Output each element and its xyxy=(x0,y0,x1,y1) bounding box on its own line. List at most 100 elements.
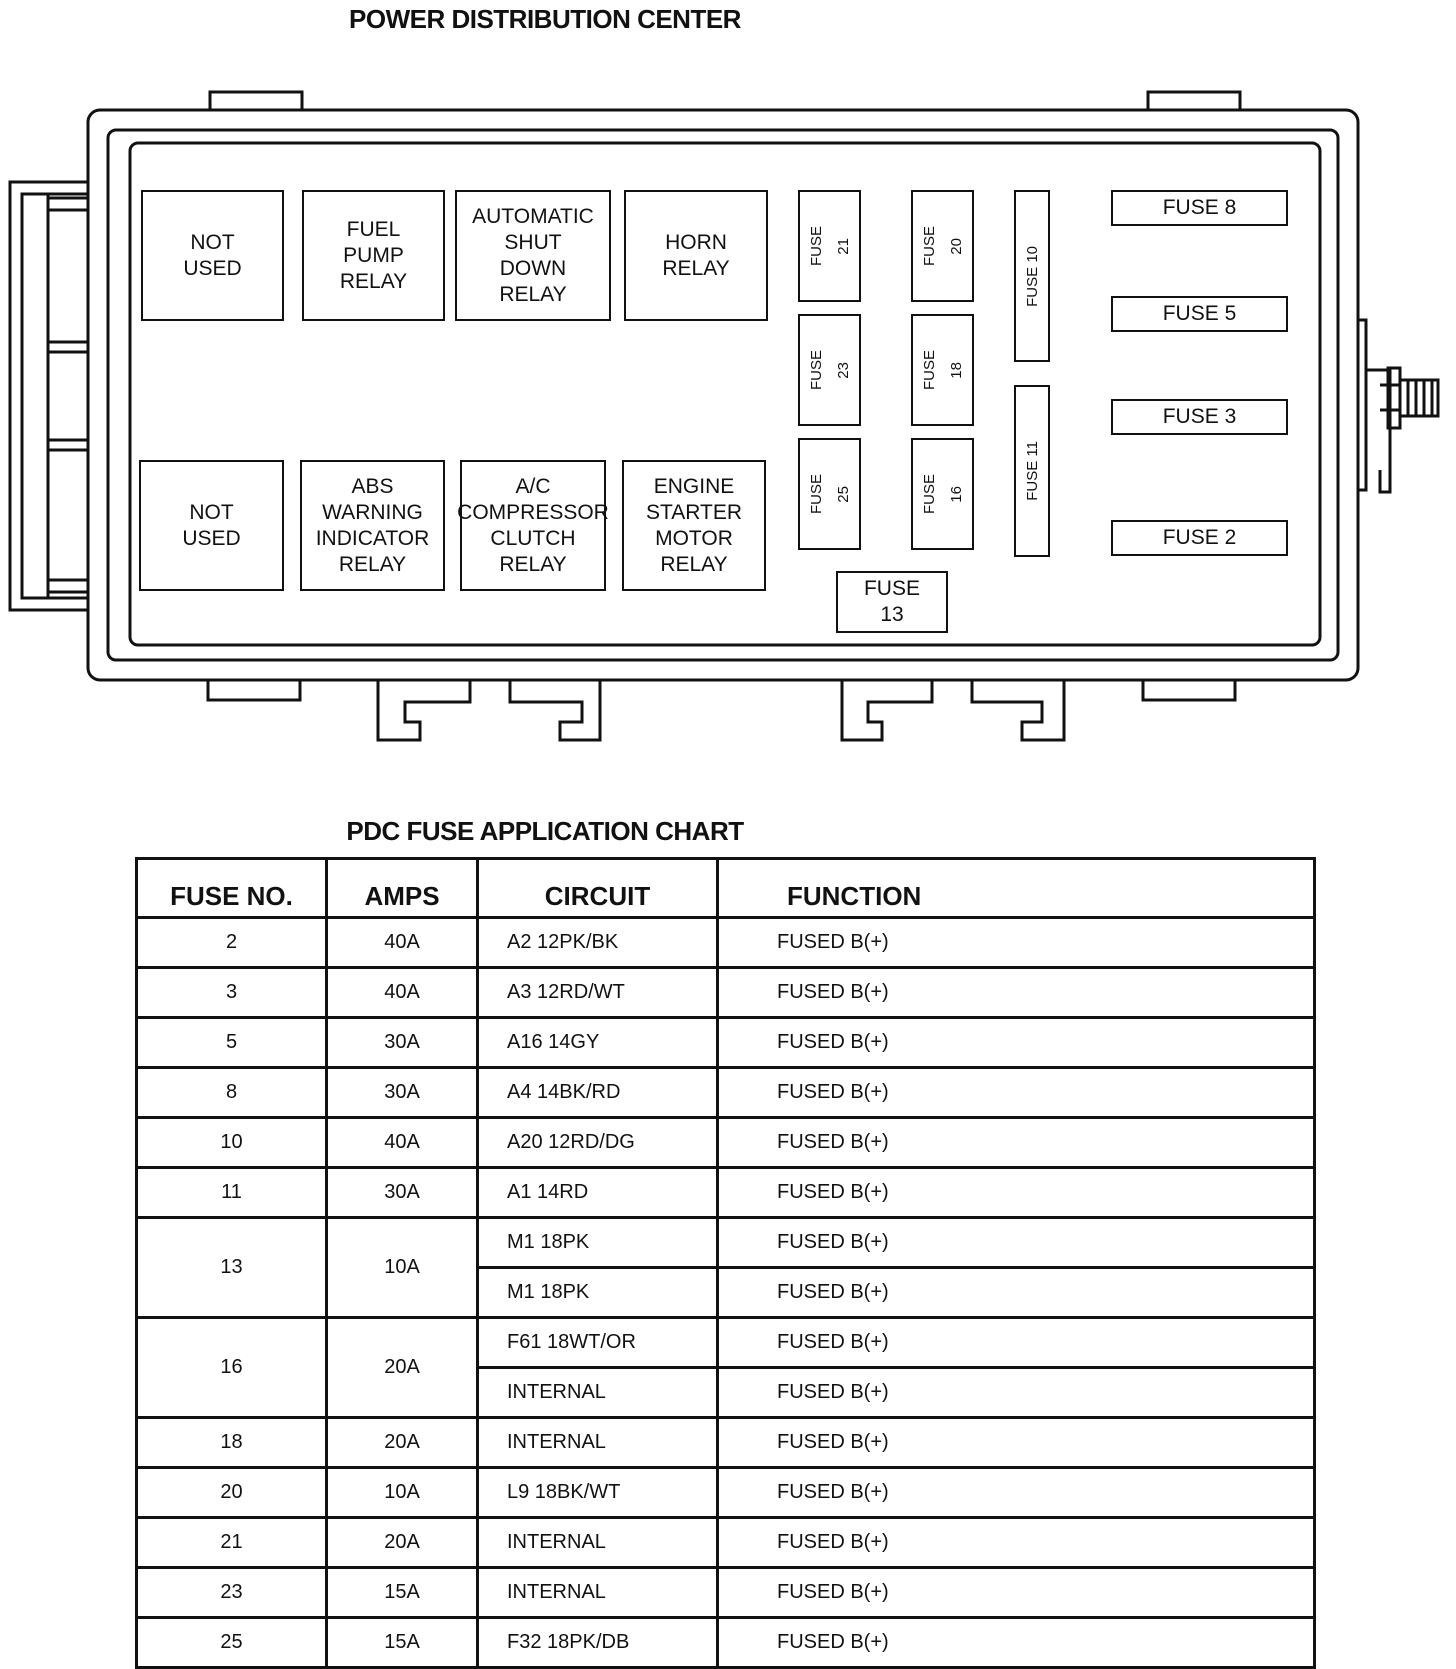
fuse-label: FUSE 8 xyxy=(1162,196,1237,219)
cell-circuit: A4 14BK/RD xyxy=(476,1066,719,1119)
cell-fuse-no: 23 xyxy=(135,1566,328,1619)
cell-fuse-no: 21 xyxy=(135,1516,328,1569)
cell-circuit: F32 18PK/DB xyxy=(476,1616,719,1669)
fuse-label: FUSE 10 xyxy=(1023,245,1041,307)
table-header-row: FUSE NO. AMPS CIRCUIT FUNCTION xyxy=(135,857,1316,919)
fuse-number: 16 xyxy=(947,485,965,503)
fuse-8: FUSE 8 xyxy=(1111,190,1288,226)
header-amps: AMPS xyxy=(325,857,479,919)
cell-circuit: INTERNAL xyxy=(476,1566,719,1619)
fuse-label: FUSE xyxy=(807,473,825,514)
cell-amps: 20A xyxy=(325,1516,479,1569)
cell-function: FUSED B(+) xyxy=(716,1116,1316,1169)
cell-function: FUSED B(+) xyxy=(716,1416,1316,1469)
cell-function: FUSED B(+) xyxy=(716,1466,1316,1519)
cell-function: FUSED B(+) xyxy=(716,1566,1316,1619)
cell-fuse-no: 11 xyxy=(135,1166,328,1219)
cell-function: FUSED B(+) xyxy=(716,1166,1316,1219)
cell-function: FUSED B(+) xyxy=(716,1316,1316,1369)
cell-amps: 10A xyxy=(325,1216,479,1319)
cell-function: FUSED B(+) xyxy=(716,1066,1316,1119)
cell-function: FUSED B(+) xyxy=(716,1366,1316,1419)
cell-amps: 40A xyxy=(325,966,479,1019)
cell-function: FUSED B(+) xyxy=(716,1266,1316,1319)
cell-circuit: L9 18BK/WT xyxy=(476,1466,719,1519)
cell-fuse-no: 2 xyxy=(135,916,328,969)
fuse-label: FUSE 2 xyxy=(1162,526,1237,549)
pdc-housing-outline xyxy=(8,90,1440,742)
cell-fuse-no: 20 xyxy=(135,1466,328,1519)
cell-function: FUSED B(+) xyxy=(716,1516,1316,1569)
fuse-10: FUSE 10 xyxy=(1014,190,1050,362)
cell-circuit: INTERNAL xyxy=(476,1366,719,1419)
cell-circuit: A1 14RD xyxy=(476,1166,719,1219)
cell-fuse-no: 8 xyxy=(135,1066,328,1119)
cell-fuse-no: 3 xyxy=(135,966,328,1019)
cell-function: FUSED B(+) xyxy=(716,1216,1316,1269)
fuse-number: 20 xyxy=(947,237,965,255)
cell-amps: 20A xyxy=(325,1316,479,1419)
fuse-label: FUSE 11 xyxy=(1023,441,1041,501)
cell-amps: 20A xyxy=(325,1416,479,1469)
fuse-16: FUSE 16 xyxy=(911,438,974,550)
fuse-label: FUSE xyxy=(920,225,938,266)
cell-function: FUSED B(+) xyxy=(716,966,1316,1019)
fuse-5: FUSE 5 xyxy=(1111,296,1288,332)
fuse-number: 23 xyxy=(834,361,852,379)
cell-function: FUSED B(+) xyxy=(716,1616,1316,1669)
cell-amps: 10A xyxy=(325,1466,479,1519)
header-fuse-no: FUSE NO. xyxy=(135,857,328,919)
fuse-label: FUSE xyxy=(920,473,938,514)
cell-amps: 30A xyxy=(325,1016,479,1069)
fuse-3: FUSE 3 xyxy=(1111,399,1288,435)
fuse-label: FUSE 5 xyxy=(1162,302,1237,325)
fuse-number: 21 xyxy=(834,237,852,255)
cell-fuse-no: 16 xyxy=(135,1316,328,1419)
fuse-11: FUSE 11 xyxy=(1014,385,1050,557)
cell-amps: 40A xyxy=(325,916,479,969)
chart-title: PDC FUSE APPLICATION CHART xyxy=(346,816,744,846)
cell-amps: 15A xyxy=(325,1566,479,1619)
cell-circuit: INTERNAL xyxy=(476,1416,719,1469)
cell-circuit: INTERNAL xyxy=(476,1516,719,1569)
cell-circuit: A16 14GY xyxy=(476,1016,719,1069)
fuse-label: FUSE 3 xyxy=(1162,405,1237,428)
fuse-label: FUSE xyxy=(807,349,825,390)
pdc-title: POWER DISTRIBUTION CENTER xyxy=(349,4,741,34)
cell-amps: 40A xyxy=(325,1116,479,1169)
cell-fuse-no: 5 xyxy=(135,1016,328,1069)
header-circuit: CIRCUIT xyxy=(476,857,719,919)
